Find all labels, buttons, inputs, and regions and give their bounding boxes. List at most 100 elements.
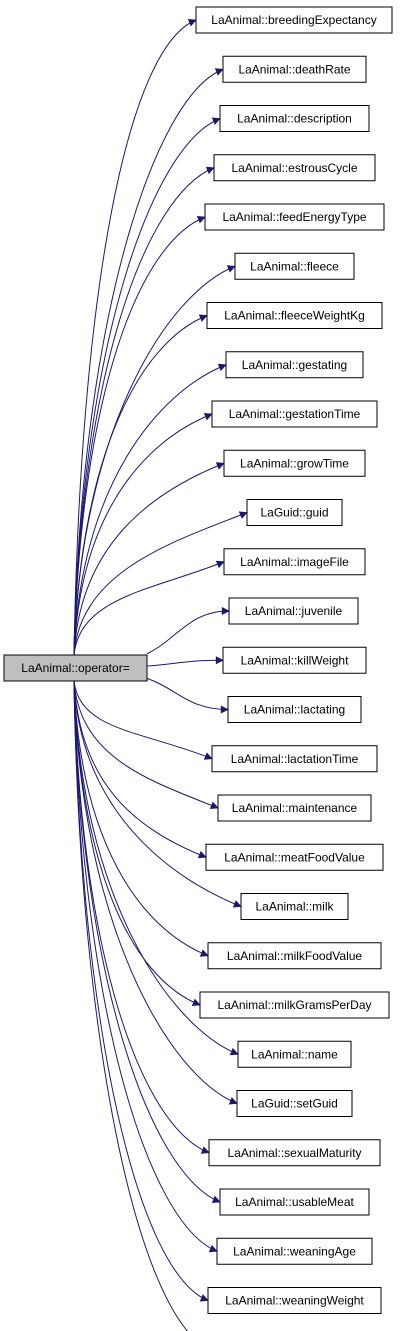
target-node[interactable]: LaAnimal::milkFoodValue <box>207 942 382 970</box>
target-node-label: LaAnimal::gestationTime <box>229 407 361 421</box>
target-node[interactable]: LaAnimal::weaningWeight <box>207 1287 382 1314</box>
source-node-label: LaAnimal::operator= <box>21 661 129 675</box>
target-node-label: LaAnimal::estrousCycle <box>231 161 357 175</box>
target-node-label: LaAnimal::weaningAge <box>233 1244 356 1258</box>
target-node-label: LaAnimal::lactationTime <box>231 752 359 766</box>
call-edge <box>73 18 197 656</box>
target-node-box <box>223 449 366 477</box>
target-node-label: LaAnimal::deathRate <box>238 62 350 76</box>
target-node-label: LaAnimal::growTime <box>240 456 349 470</box>
target-node-label: LaGuid::guid <box>260 506 328 520</box>
call-edge <box>73 680 201 1007</box>
call-edge <box>73 680 209 957</box>
target-node[interactable]: LaAnimal::estrousCycle <box>213 154 376 182</box>
target-node[interactable]: LaAnimal::description <box>219 105 370 132</box>
target-node-label: LaAnimal::lactating <box>244 703 345 717</box>
target-node-box <box>208 1139 381 1167</box>
edges-layer <box>73 18 248 1331</box>
target-node-label: LaAnimal::usableMeat <box>235 1195 354 1209</box>
call-edge <box>73 511 248 656</box>
target-node-label: LaAnimal::milkFoodValue <box>227 949 363 963</box>
source-node[interactable]: LaAnimal::operator= <box>3 654 148 682</box>
target-node-box <box>213 154 376 182</box>
target-node[interactable]: LaAnimal::gestationTime <box>211 400 378 428</box>
target-node-label: LaAnimal::sexualMaturity <box>227 1146 361 1160</box>
target-node-box <box>205 843 384 871</box>
call-edge <box>73 680 238 1105</box>
call-edge <box>73 680 209 1302</box>
target-node-box <box>204 203 385 231</box>
target-node-box <box>222 55 367 83</box>
call-edge <box>73 363 227 656</box>
source-node-box <box>3 654 148 682</box>
target-node[interactable]: LaAnimal::usableMeat <box>219 1188 370 1216</box>
call-edge <box>146 677 229 714</box>
call-edge <box>73 117 221 656</box>
call-edge <box>73 412 213 656</box>
target-node[interactable]: LaAnimal::fleece <box>234 252 355 280</box>
target-node[interactable]: LaAnimal::deathRate <box>222 55 367 83</box>
target-node-box <box>225 351 364 379</box>
target-node-box <box>234 252 355 280</box>
target-node[interactable]: LaAnimal::gestating <box>225 351 364 379</box>
target-node[interactable]: LaAnimal::killWeight <box>222 646 367 674</box>
target-node-label: LaAnimal::fleece <box>250 259 339 273</box>
call-edge <box>73 680 189 1331</box>
target-node-label: LaAnimal::maintenance <box>232 801 358 815</box>
target-node[interactable]: LaAnimal::growTime <box>223 449 366 477</box>
call-edge <box>73 68 224 656</box>
target-node-label: LaAnimal::weaningWeight <box>225 1294 364 1308</box>
target-node-box <box>195 6 393 34</box>
target-node-box <box>228 597 359 625</box>
call-edge <box>73 680 239 1056</box>
target-node[interactable]: LaGuid::setGuid <box>236 1090 353 1117</box>
target-node-label: LaGuid::setGuid <box>251 1097 338 1111</box>
target-node-label: LaAnimal::fleeceWeightKg <box>224 309 365 323</box>
target-node-box <box>211 400 378 428</box>
target-node[interactable]: LaAnimal::juvenile <box>228 597 359 625</box>
target-node-box <box>236 1090 353 1117</box>
target-node-box <box>219 1188 370 1216</box>
call-edge <box>146 607 230 655</box>
target-node-box <box>211 745 378 773</box>
target-node[interactable]: LaAnimal::meatFoodValue <box>205 843 384 871</box>
target-node-label: LaAnimal::killWeight <box>241 653 349 667</box>
target-node[interactable]: LaAnimal::breedingExpectancy <box>195 6 393 34</box>
call-edge <box>73 680 221 1204</box>
call-edge <box>73 680 219 810</box>
target-node-box <box>207 942 382 970</box>
target-node-label: LaAnimal::description <box>237 112 352 126</box>
target-node[interactable]: LaAnimal::lactationTime <box>211 745 378 773</box>
target-node-box <box>246 499 343 526</box>
target-node[interactable]: LaAnimal::feedEnergyType <box>204 203 385 231</box>
call-edge <box>73 215 206 656</box>
target-node-label: LaAnimal::milk <box>255 900 334 914</box>
target-node-label: LaAnimal::feedEnergyType <box>222 210 366 224</box>
call-edge <box>73 560 225 656</box>
target-node[interactable]: LaAnimal::maintenance <box>217 794 372 822</box>
target-node-box <box>240 893 349 920</box>
target-node[interactable]: LaAnimal::lactating <box>227 696 362 723</box>
target-node-box <box>223 548 366 576</box>
call-edge <box>146 656 224 667</box>
target-node[interactable]: LaAnimal::weaningAge <box>216 1237 373 1265</box>
target-node-box <box>219 105 370 132</box>
target-node[interactable]: LaAnimal::imageFile <box>223 548 366 576</box>
target-node-label: LaAnimal::breedingExpectancy <box>211 13 376 27</box>
target-node[interactable]: LaAnimal::milkGramsPerDay <box>199 991 390 1019</box>
target-node-box <box>227 696 362 723</box>
call-edge <box>73 680 210 1154</box>
target-node[interactable]: LaAnimal::milk <box>240 893 349 920</box>
target-node-box <box>237 1040 352 1068</box>
target-node-label: LaAnimal::gestating <box>242 358 347 372</box>
target-node-box <box>206 302 383 329</box>
call-edge <box>73 680 242 908</box>
target-node-box <box>217 794 372 822</box>
target-node[interactable]: LaAnimal::fleeceWeightKg <box>206 302 383 329</box>
target-node[interactable]: LaAnimal::sexualMaturity <box>208 1139 381 1167</box>
call-edge <box>73 680 207 859</box>
target-node-box <box>222 646 367 674</box>
target-node[interactable]: LaGuid::guid <box>246 499 343 526</box>
target-node[interactable]: LaAnimal::name <box>237 1040 352 1068</box>
